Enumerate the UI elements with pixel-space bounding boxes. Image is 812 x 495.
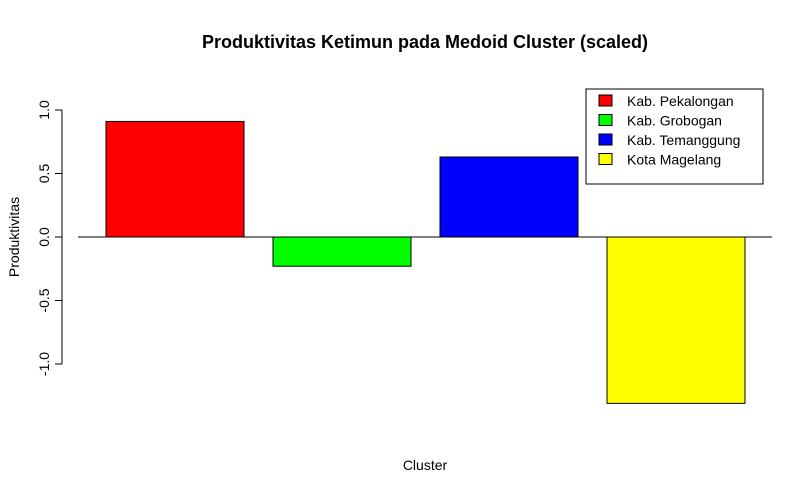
- legend-swatch-3: [598, 133, 613, 146]
- legend-box: [585, 88, 764, 185]
- bar-1: [105, 120, 245, 238]
- bar-3: [439, 156, 579, 238]
- bar-2: [272, 236, 412, 267]
- chart-title: Produktivitas Ketimun pada Medoid Cluste…: [202, 32, 648, 52]
- y-tick-label: -0.5: [36, 288, 52, 312]
- bar-4: [606, 236, 746, 404]
- legend-label-4: Kota Magelang: [627, 152, 721, 168]
- y-tick-label: 0.0: [36, 227, 52, 247]
- legend-label-3: Kab. Temanggung: [627, 132, 740, 148]
- y-tick-label: 0.5: [36, 164, 52, 184]
- legend-swatch-1: [598, 94, 613, 107]
- y-tick-label: -1.0: [36, 352, 52, 376]
- legend-label-2: Kab. Grobogan: [627, 113, 722, 129]
- y-axis-label: Produktivitas: [6, 197, 22, 277]
- legend-label-1: Kab. Pekalongan: [627, 93, 734, 109]
- x-axis-label: Cluster: [403, 457, 448, 473]
- y-axis: -1.0 -0.5 0.0 0.5 1.0: [36, 100, 63, 376]
- legend-swatch-4: [598, 153, 613, 165]
- legend-swatch-2: [598, 114, 613, 126]
- y-tick-label: 1.0: [36, 100, 52, 120]
